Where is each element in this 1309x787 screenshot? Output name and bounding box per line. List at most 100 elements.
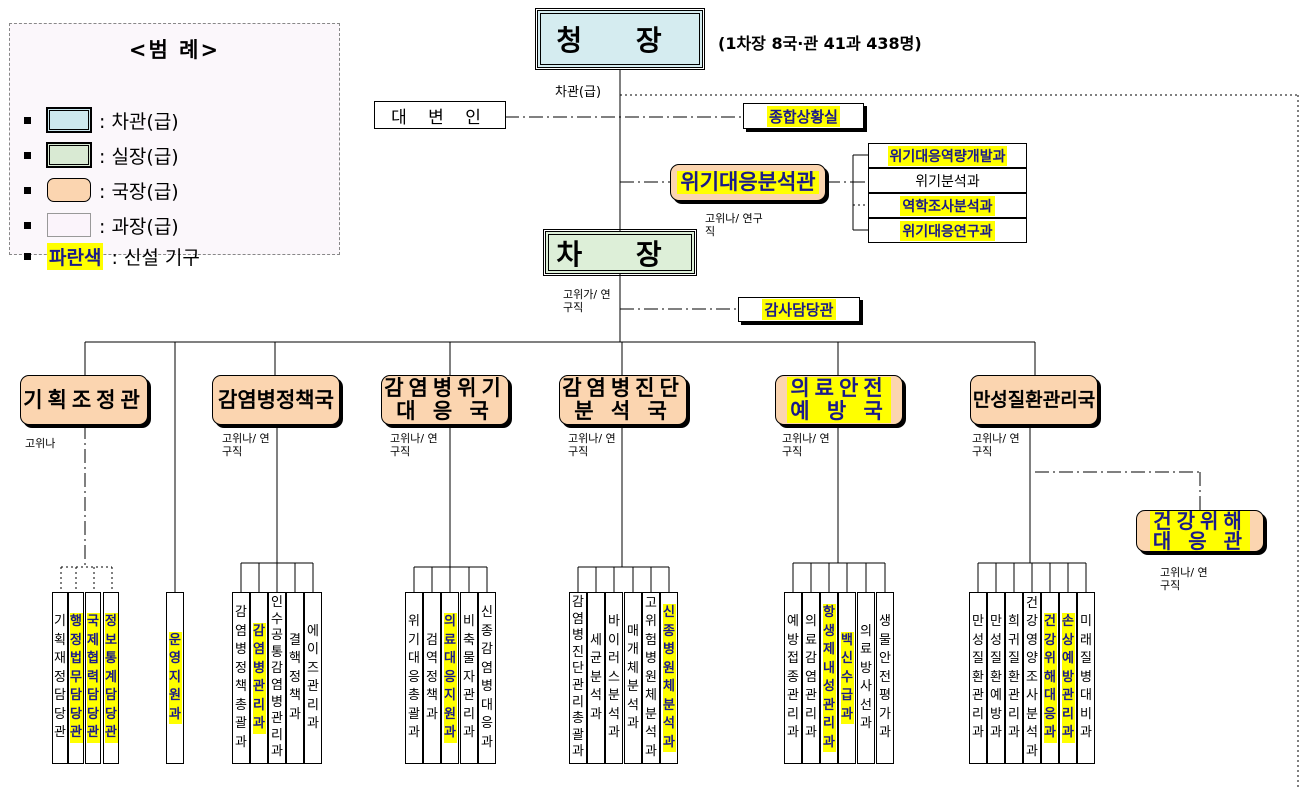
bureau-crisis-response: 감염병위기 대 응 국 xyxy=(381,375,509,425)
bureau-label-line1: 감염병진단 xyxy=(562,376,684,400)
division-label: 국제협력담당관 xyxy=(86,613,100,743)
division-label: 건강영양조사분석과 xyxy=(1026,596,1038,759)
division-label: 행정법무담당관 xyxy=(69,613,83,743)
division-label: 예방접종관리과 xyxy=(787,614,799,741)
division-policy-2: 인수공통감염병관리과 xyxy=(268,592,286,764)
crisis-division-research: 위기대응연구과 xyxy=(868,218,1027,243)
legend: <범 례> : 차관(급) : 실장(급) : 국장(급) : 과장(급) 파란… xyxy=(9,23,340,270)
crisis-division-capacity: 위기대응역량개발과 xyxy=(868,143,1027,168)
bureau-note: 고위나 xyxy=(25,437,56,450)
bureau-policy: 감염병정책국 xyxy=(212,375,340,425)
bureau-label: 만성질환관리국 xyxy=(972,388,1096,411)
bureau-note: 고위나/ 연구직 xyxy=(390,432,438,458)
bureau-label: 감염병정책국 xyxy=(218,387,334,412)
division-label: 미래질병대비과 xyxy=(1080,614,1092,741)
situation-room-box: 종합상황실 xyxy=(743,103,864,129)
bullet-icon xyxy=(24,221,31,229)
division-label: 손상예방관리과 xyxy=(1061,613,1075,743)
legend-label: : 신설 기구 xyxy=(111,246,200,269)
bureau-label-line2: 예 방 국 xyxy=(787,400,891,423)
division-chronic-1: 만성질환예방과 xyxy=(987,592,1005,764)
commissioner-box: 청 장 xyxy=(535,8,705,70)
division-label: 신종감염병대응과 xyxy=(481,605,493,750)
division-label: 비축물자관리과 xyxy=(463,614,475,741)
division-diagnosis-4: 고위험병원체분석과 xyxy=(642,592,660,764)
division-crisis-4: 신종감염병대응과 xyxy=(478,592,496,764)
audit-label: 감사담당관 xyxy=(762,299,836,320)
division-crisis-3: 비축물자관리과 xyxy=(460,592,478,764)
division-label: 정보통계담당관 xyxy=(104,613,118,743)
division-label: 인수공통감염병관리과 xyxy=(271,595,283,760)
division-safety-0: 예방접종관리과 xyxy=(784,592,802,764)
crisis-office-box: 위기대응분석관 xyxy=(670,164,826,201)
audit-box: 감사담당관 xyxy=(738,297,860,322)
situation-room-label: 종합상황실 xyxy=(766,105,840,127)
commissioner-rank-note: 차관(급) xyxy=(555,85,602,100)
crisis-office-label: 위기대응분석관 xyxy=(677,171,819,194)
bureau-note: 고위나/ 연구직 xyxy=(782,432,830,458)
division-label: 위기대응연구과 xyxy=(900,220,995,241)
division-safety-5: 생물안전평가과 xyxy=(876,592,894,764)
bureau-label-line2: 분 석 국 xyxy=(574,399,672,423)
swatch-bureau-head xyxy=(47,178,91,202)
division-diagnosis-3: 매개체분석과 xyxy=(624,592,642,764)
division-label: 고위험병원체분석과 xyxy=(645,596,657,759)
division-planning-3: 정보통계담당관 xyxy=(103,592,119,764)
bureau-label-line1: 감염병위기 xyxy=(384,376,506,400)
division-label: 건강위해대응과 xyxy=(1043,613,1057,743)
spokesperson-box: 대 변 인 xyxy=(374,101,506,129)
division-chronic-4: 건강위해대응과 xyxy=(1041,592,1059,764)
legend-label: : 국장(급) xyxy=(99,180,179,203)
division-crisis-0: 위기대응총괄과 xyxy=(405,592,423,764)
division-label: 기획재정담당관 xyxy=(54,614,66,741)
deputy-note: 고위가/ 연구직 xyxy=(563,288,611,314)
division-diagnosis-2: 바이러스분석과 xyxy=(605,592,623,764)
bureau-note: 고위나/ 연구직 xyxy=(568,432,616,458)
bureau-medical-safety: 의료안전 예 방 국 xyxy=(775,375,903,425)
division-label: 감염병진단관리총괄과 xyxy=(572,595,584,760)
bureau-diagnosis: 감염병진단 분 석 국 xyxy=(559,375,687,425)
legend-title: <범 례> xyxy=(128,38,221,62)
bullet-icon xyxy=(24,252,31,260)
division-label: 생물안전평가과 xyxy=(879,614,891,741)
division-chronic-5: 손상예방관리과 xyxy=(1059,592,1077,764)
division-label: 결핵정책과 xyxy=(289,632,301,722)
division-label: 의료대응지원과 xyxy=(443,613,457,743)
bureau-label-line1: 의료안전 xyxy=(787,377,891,400)
swatch-vice-minister xyxy=(46,107,92,133)
bullet-icon xyxy=(24,151,31,159)
division-chronic-6: 미래질병대비과 xyxy=(1077,592,1095,764)
division-policy-3: 결핵정책과 xyxy=(286,592,304,764)
division-diagnosis-5: 신종병원체분석과 xyxy=(660,592,678,764)
org-summary: (1차장 8국·관 41과 438명) xyxy=(718,34,922,53)
division-label: 에이즈관리과 xyxy=(307,623,319,732)
division-diagnosis-1: 세균분석과 xyxy=(587,592,605,764)
division-label: 감염병관리과 xyxy=(252,622,266,734)
division-planning-1: 행정법무담당관 xyxy=(68,592,84,764)
health-response-note: 고위나/ 연구직 xyxy=(1160,566,1208,592)
division-policy-1: 감염병관리과 xyxy=(250,592,268,764)
division-safety-2: 항생제내성관리과 xyxy=(820,592,838,764)
division-diagnosis-0: 감염병진단관리총괄과 xyxy=(569,592,587,764)
legend-label: : 실장(급) xyxy=(99,145,179,168)
swatch-division-head xyxy=(47,213,91,237)
division-label: 의료감염관리과 xyxy=(805,614,817,741)
division-label: 역학조사분석과 xyxy=(900,195,995,216)
division-label: 감염병정책총괄과 xyxy=(235,605,247,750)
division-label: 신종병원체분석과 xyxy=(662,604,676,752)
division-label: 만성질환관리과 xyxy=(972,614,984,741)
division-label: 항생제내성관리과 xyxy=(822,604,836,752)
legend-item-bureau-head: : 국장(급) xyxy=(24,176,179,204)
division-crisis-2: 의료대응지원과 xyxy=(441,592,459,764)
commissioner-title: 청 장 xyxy=(556,24,684,57)
division-label: 위기대응총괄과 xyxy=(408,614,420,741)
legend-item-vice-minister: : 차관(급) xyxy=(24,106,179,134)
division-planning-0: 기획재정담당관 xyxy=(52,592,68,764)
division-label: 검역정책과 xyxy=(426,632,438,722)
division-chronic-3: 건강영양조사분석과 xyxy=(1023,592,1041,764)
bureau-chronic: 만성질환관리국 xyxy=(970,375,1098,425)
division-label: 위기대응역량개발과 xyxy=(887,145,1008,166)
bureau-planning: 기획조정관 xyxy=(20,375,148,425)
new-org-highlight: 파란색 xyxy=(47,242,104,270)
